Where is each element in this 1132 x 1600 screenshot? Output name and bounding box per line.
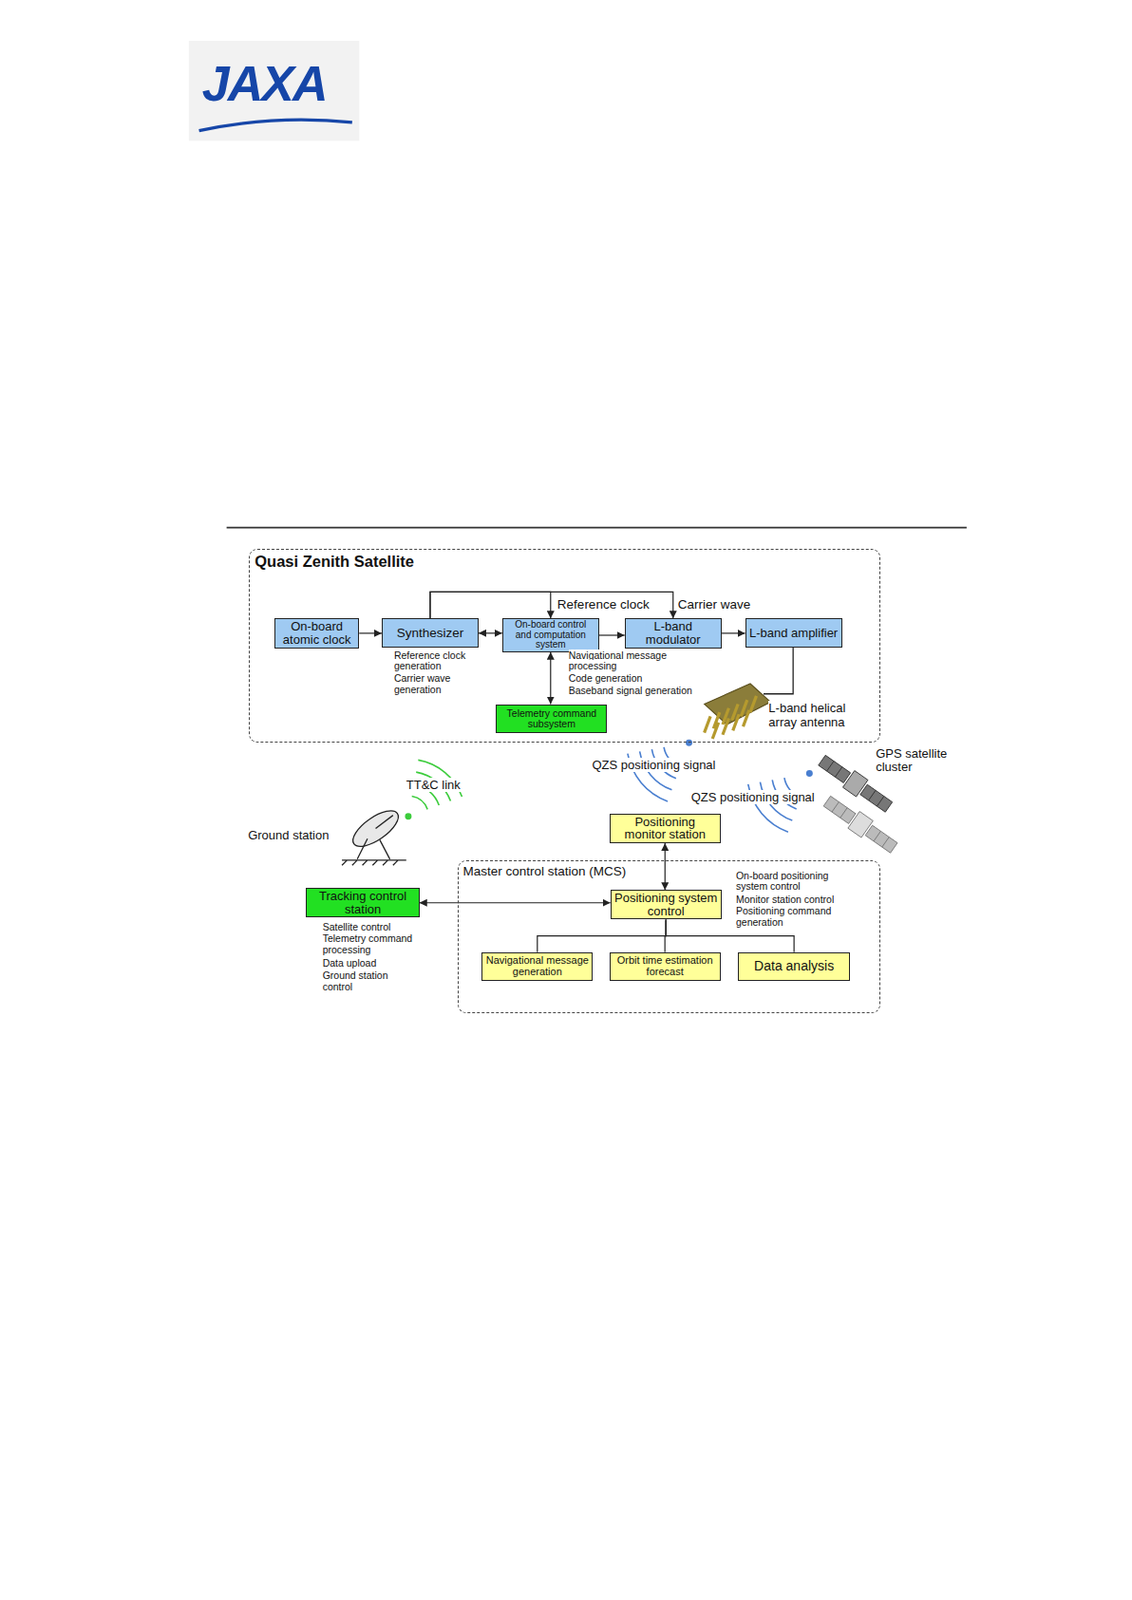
group-heading: Master control station (MCS) xyxy=(463,864,627,879)
connector xyxy=(358,632,382,634)
label-text: TT&C link xyxy=(406,777,461,793)
bullet-item: On-board positioning system control xyxy=(735,870,859,893)
gps-satellite xyxy=(821,792,901,857)
bullet-item: Satellite control xyxy=(322,922,435,934)
bullet-item: Baseband signal generation xyxy=(568,685,712,698)
bullet-item: Data upload xyxy=(322,958,435,970)
annotation: GPS satellite cluster xyxy=(875,747,968,775)
connector xyxy=(549,652,551,705)
process-box: L-band modulator xyxy=(624,618,722,648)
connector xyxy=(419,902,611,904)
process-box: Telemetry command subsystem xyxy=(495,704,607,734)
box-label: L-band modulator xyxy=(628,620,718,646)
ttc-waves xyxy=(405,759,462,819)
box-label: On-board atomic clock xyxy=(278,620,356,646)
process-box: Data analysis xyxy=(737,952,850,982)
process-box: L-band amplifier xyxy=(745,618,843,648)
label-text: Data upload xyxy=(322,957,378,969)
box-label: Positioning monitor station xyxy=(613,815,717,842)
bullet-item: Code generation xyxy=(568,673,697,685)
antenna-feed xyxy=(763,646,793,694)
edge-label-text: Carrier wave xyxy=(678,597,752,612)
edge-label: Carrier wave xyxy=(678,598,752,613)
bullet-item: Reference clock generation xyxy=(394,650,489,673)
label-text: On-board positioning system control xyxy=(735,869,829,893)
process-box: Navigational message generation xyxy=(481,952,593,982)
annotation: Ground station xyxy=(247,829,350,843)
bullet-item: Navigational message processing xyxy=(568,650,697,673)
group-frame: Master control station (MCS) Positioning … xyxy=(457,860,881,1014)
label-text: Satellite control xyxy=(322,921,392,933)
bullet-item: Positioning command generation xyxy=(735,905,859,928)
box-label: Tracking control station xyxy=(309,889,416,916)
label-text: Positioning command generation xyxy=(735,905,831,928)
box-label: Orbit time estimation forecast xyxy=(613,955,717,978)
annotation: QZS positioning signal xyxy=(591,758,745,773)
process-box: Orbit time estimation forecast xyxy=(609,952,721,982)
annotation: TT&C link xyxy=(406,778,478,793)
process-box: Positioning system control xyxy=(610,889,722,920)
label-text: GPS satellite cluster xyxy=(875,746,947,774)
process-box: On-board atomic clock xyxy=(274,618,359,648)
label-text: Reference clock generation xyxy=(394,649,466,673)
label-text: L-band helical array antenna xyxy=(768,700,846,729)
logo-text: JAXA xyxy=(202,56,356,112)
annotation: QZS positioning signal xyxy=(691,791,845,805)
process-box: On-board control and computation system xyxy=(502,618,600,653)
box-label: Positioning system control xyxy=(614,891,718,918)
annotation: L-band helical array antenna xyxy=(768,701,870,730)
bullet-item: Ground station control xyxy=(322,970,405,993)
connector xyxy=(664,843,666,890)
rule-line xyxy=(226,527,967,529)
edge-label: Reference clock xyxy=(557,598,650,613)
logo-ground xyxy=(188,40,359,141)
bullet-item: Monitor station control xyxy=(735,894,869,906)
label-text: Telemetry command processing xyxy=(322,932,414,956)
logo-text: JAXA xyxy=(202,56,327,112)
process-box: Synthesizer xyxy=(381,618,479,648)
label-text: QZS positioning signal xyxy=(691,790,815,805)
box-label: Telemetry command subsystem xyxy=(499,708,604,730)
label-text: QZS positioning signal xyxy=(591,757,716,773)
box-label: Synthesizer xyxy=(396,626,465,641)
connector xyxy=(430,591,551,619)
logo-swoosh xyxy=(199,119,353,131)
edge-label-text: Reference clock xyxy=(557,597,650,612)
connector xyxy=(537,919,666,952)
label-text: Carrier wave generation xyxy=(394,672,452,696)
box-label: L-band amplifier xyxy=(749,626,838,641)
connector xyxy=(430,591,674,619)
bullet-item: Carrier wave generation xyxy=(394,673,476,696)
label-text: Ground station control xyxy=(322,969,389,993)
label-text: Monitor station control xyxy=(735,893,834,906)
bullet-item: Telemetry command processing xyxy=(322,933,435,956)
label-text: Baseband signal generation xyxy=(568,684,693,697)
label-text: Code generation xyxy=(568,672,643,684)
box-label: Data analysis xyxy=(754,959,834,974)
process-box: Positioning monitor station xyxy=(609,813,721,844)
box-label: Navigational message generation xyxy=(485,955,589,978)
label-text: Navigational message processing xyxy=(568,649,667,673)
box-label: On-board control and computation system xyxy=(506,620,596,651)
connector xyxy=(721,632,746,634)
connector xyxy=(599,634,625,636)
label-text: Ground station xyxy=(247,828,329,843)
ground-dish xyxy=(341,804,407,866)
process-box: Tracking control station xyxy=(305,887,419,918)
helical-antenna xyxy=(704,683,772,739)
group-heading: Quasi Zenith Satellite xyxy=(254,552,415,571)
connector xyxy=(478,632,503,634)
